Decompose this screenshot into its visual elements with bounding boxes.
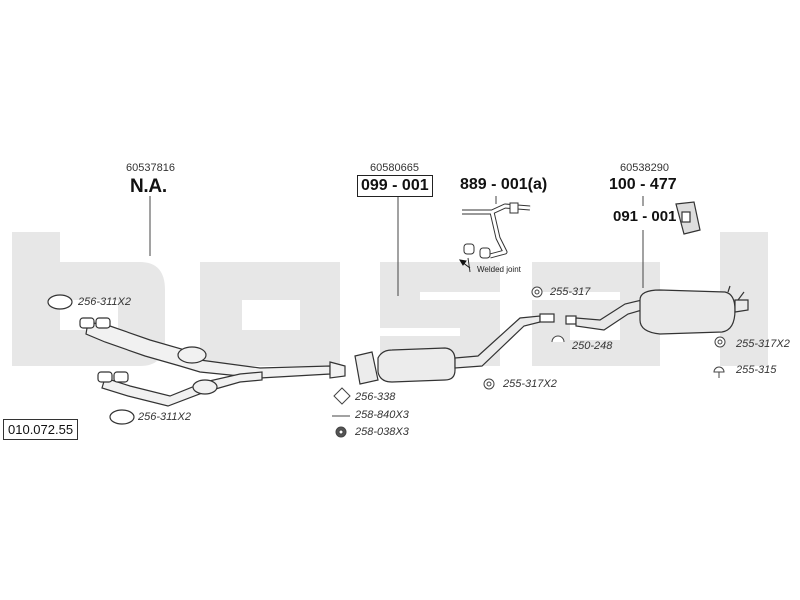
part-889-001a: 889 - 001(a) xyxy=(460,176,548,193)
welded-joint-arrow xyxy=(459,259,471,269)
fitting-255-315: 255-315 xyxy=(736,364,777,376)
fitting-250-248: 250-248 xyxy=(572,340,613,352)
fitting-256-311x2-top: 256-311X2 xyxy=(78,296,132,308)
bracket-091-001 xyxy=(675,201,701,235)
welded-joint-note: Welded joint xyxy=(477,265,521,274)
leader-lines xyxy=(149,196,644,296)
fitting-256-338: 256-338 xyxy=(355,391,396,403)
part-099-001: 099 - 001 xyxy=(357,175,433,197)
centre-section xyxy=(354,313,555,385)
fitting-256-311x2-bottom: 256-311X2 xyxy=(138,411,192,423)
fitting-258-038x3: 258-038X3 xyxy=(355,426,409,438)
fitting-255-317x2-rear: 255-317X2 xyxy=(736,338,790,350)
part-100-477: 100 - 477 xyxy=(609,176,677,193)
ref-60580665: 60580665 xyxy=(370,162,419,174)
manifold-flanges xyxy=(47,294,135,425)
connecting-pipe-889-inner xyxy=(462,204,531,258)
article-code: 010.072.55 xyxy=(3,419,79,440)
fitting-255-317x2-centre: 255-317X2 xyxy=(503,378,557,390)
front-pipe-assembly xyxy=(85,321,346,407)
fitting-255-317: 255-317 xyxy=(550,286,591,298)
fitting-258-840x3: 258-840X3 xyxy=(355,409,409,421)
part-na: N.A. xyxy=(130,176,167,197)
bosal-watermark xyxy=(12,232,768,366)
rear-section xyxy=(565,285,749,335)
pipe-details xyxy=(463,202,519,273)
ref-60537816: 60537816 xyxy=(126,162,175,174)
ref-60538290: 60538290 xyxy=(620,162,669,174)
part-091-001: 091 - 001 xyxy=(613,208,677,225)
fitting-icons xyxy=(332,286,726,438)
